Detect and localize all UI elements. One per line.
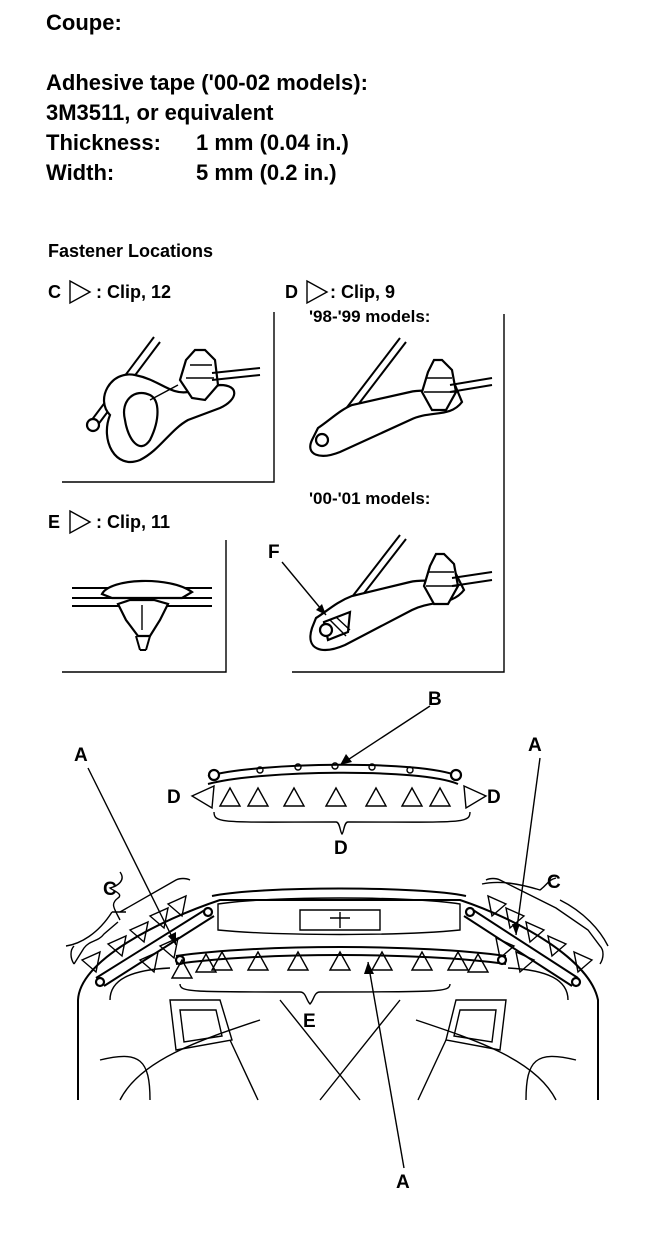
callout-a-right: A [528, 735, 542, 756]
clip-d-0001-illustration [281, 534, 493, 652]
clip-d-9899-illustration [309, 337, 493, 457]
callout-d-right: D [487, 787, 501, 808]
clip-c-letter: C [48, 282, 61, 302]
callout-a-left: A [74, 745, 88, 766]
brace-c-left-tail [65, 911, 126, 947]
leader-f [281, 561, 327, 616]
fastener-heading: Fastener Locations [48, 241, 214, 261]
leader-a-left [87, 767, 177, 946]
clip-e-frame [62, 540, 227, 673]
clip-c-illustration [85, 336, 261, 463]
triangle-marker-icon [306, 279, 329, 305]
callout-b: B [428, 689, 442, 710]
clip-d-letter: D [285, 282, 298, 302]
callout-d-left: D [167, 787, 181, 808]
brace-c-left [108, 871, 123, 921]
brace-c-right [559, 899, 609, 947]
clip-e-illustration [72, 579, 212, 651]
clip-d-models-1: '98-'99 models: [309, 307, 431, 326]
label-f: F [268, 542, 280, 563]
section-title: Coupe: [46, 10, 122, 35]
thickness-label: Thickness: [46, 130, 161, 155]
clip-e-letter: E [48, 512, 61, 532]
tape-product: 3M3511, or equivalent [46, 100, 274, 125]
callout-c-right: C [547, 872, 561, 893]
clip-d-models-2: '00-'01 models: [309, 489, 431, 508]
width-value: 5 mm (0.2 in.) [196, 160, 337, 185]
triangle-marker-icon [69, 509, 92, 535]
leader-a-bottom [367, 961, 405, 1169]
right-rail-c-clips [463, 757, 604, 988]
leader-a-right [515, 757, 541, 936]
callout-a-bottom: A [396, 1172, 410, 1193]
width-label: Width: [46, 160, 115, 185]
clip-e-text: : Clip, 11 [96, 512, 171, 532]
clip-d-frame [292, 314, 505, 673]
callout-d-bottom: D [334, 838, 348, 859]
spoiler-b-part [190, 705, 488, 835]
triangle-marker-icon [69, 279, 92, 305]
thickness-value: 1 mm (0.04 in.) [196, 130, 349, 155]
left-rail-c-clips [70, 767, 215, 988]
tape-title: Adhesive tape ('00-02 models): [46, 70, 368, 95]
clip-d-text: : Clip, 9 [330, 282, 396, 302]
callout-c-left: C [103, 879, 117, 900]
clip-c-text: : Clip, 12 [96, 282, 172, 302]
brace-c-right-top [481, 877, 557, 891]
callout-e: E [303, 1011, 316, 1032]
clip-c-frame [62, 312, 275, 483]
center-rail-e-clips [170, 946, 508, 1169]
